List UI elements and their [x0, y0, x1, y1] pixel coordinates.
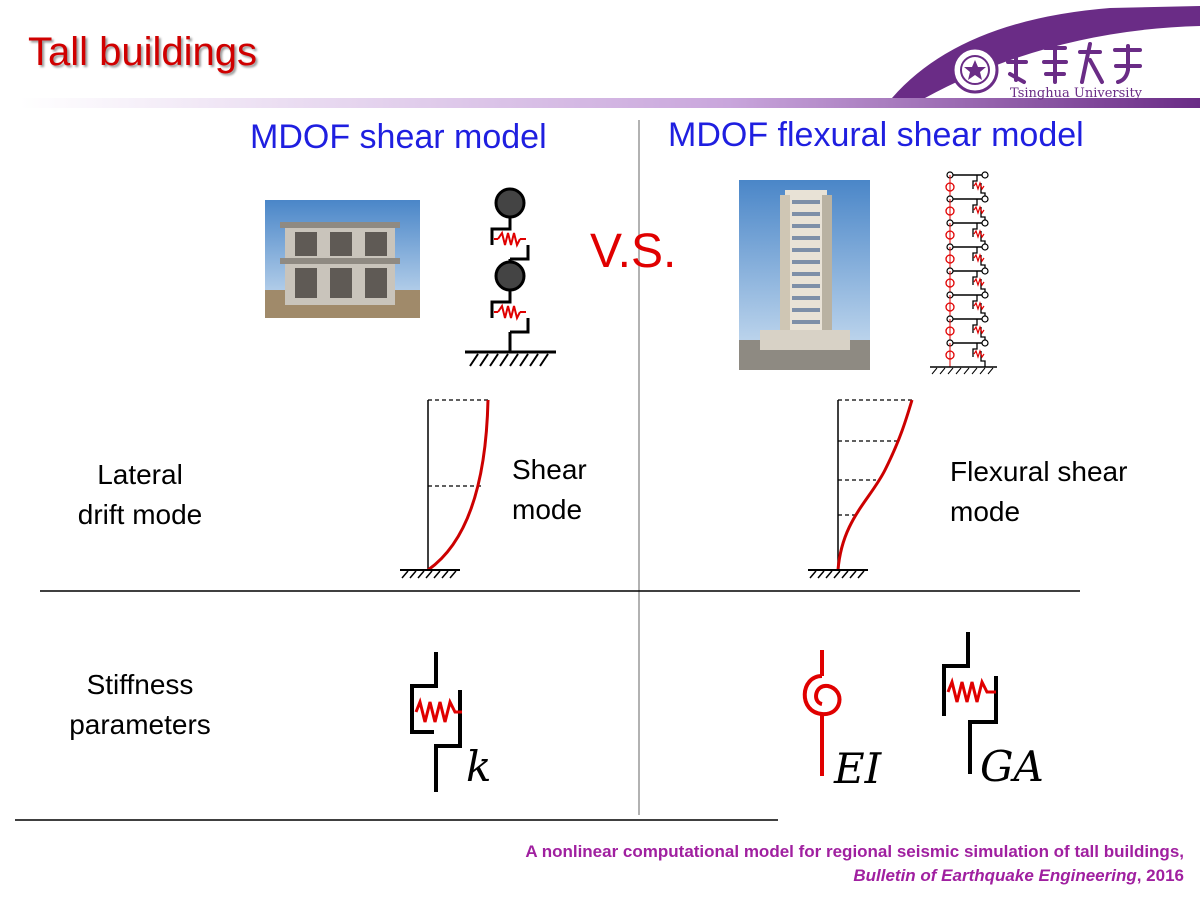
shear-mode-line-1: Shear [512, 454, 587, 485]
ground-hatch [979, 367, 986, 375]
high-rise-building-photo [739, 180, 870, 370]
shear-spring-k-icon [410, 652, 462, 792]
ground-hatch [947, 367, 954, 375]
drift-label-line-2: drift mode [77, 499, 203, 530]
logo-arc [892, 6, 1200, 98]
flexural-shear-unit [945, 291, 989, 319]
flexural-shear-model-schematic [930, 171, 997, 375]
flexural-shear-mode-drift-diagram [808, 399, 914, 579]
flexural-mode-line-1: Flexural shear [950, 456, 1128, 487]
stiffness-label-line-2: parameters [69, 709, 211, 740]
shear-spring-ga-icon [942, 632, 998, 774]
citation-year: , 2016 [1136, 866, 1184, 885]
rotational-spring-ei-icon [802, 650, 842, 776]
flexural-shear-unit [945, 315, 989, 343]
ground-hatch [971, 367, 978, 375]
flexural-shear-mode-label: Flexural shear mode [950, 452, 1127, 532]
drift-label-line-1: Lateral [97, 459, 183, 490]
symbol-ei: EI [834, 744, 882, 793]
flexural-shear-unit [945, 267, 989, 295]
shear-mode-label: Shear mode [512, 450, 587, 530]
flexural-shear-unit [945, 195, 989, 223]
citation: A nonlinear computational model for regi… [525, 840, 1184, 888]
stiffness-label-line-1: Stiffness [86, 669, 194, 700]
shear-model-schematic [465, 187, 556, 367]
vs-label: V.S. [590, 225, 677, 278]
symbol-k: k [466, 742, 492, 791]
flexural-shear-unit [945, 339, 989, 367]
flexural-shear-unit [945, 219, 989, 247]
citation-journal: Bulletin of Earthquake Engineering [853, 866, 1137, 885]
ground-hatch [931, 367, 938, 375]
logo-text: Tsinghua University [1010, 86, 1143, 101]
symbol-ga: GA [980, 742, 1044, 791]
flexural-shear-unit [945, 243, 989, 271]
low-rise-building-photo [265, 200, 420, 318]
citation-line-1: A nonlinear computational model for regi… [525, 842, 1184, 861]
shear-mode-line-2: mode [512, 494, 583, 525]
stiffness-label: Stiffness parameters [50, 665, 230, 745]
ground-hatch [955, 367, 962, 375]
drift-mode-label: Lateral drift mode [50, 455, 230, 535]
shear-mode-drift-diagram [400, 399, 490, 579]
slide-title: Tall buildings [28, 30, 258, 74]
header-band [20, 98, 1200, 108]
flexural-shear-unit [945, 171, 989, 199]
ground-hatch [939, 367, 946, 375]
ground-hatch [987, 367, 994, 375]
citation-line-2: Bulletin of Earthquake Engineering, 2016 [525, 864, 1184, 888]
calligraphy-logo-icon [1006, 42, 1142, 84]
ground-hatch [963, 367, 970, 375]
flexural-mode-line-2: mode [950, 496, 1021, 527]
left-heading: MDOF shear model [250, 118, 547, 156]
university-seal-icon [951, 46, 999, 94]
right-heading: MDOF flexural shear model [668, 116, 1084, 154]
